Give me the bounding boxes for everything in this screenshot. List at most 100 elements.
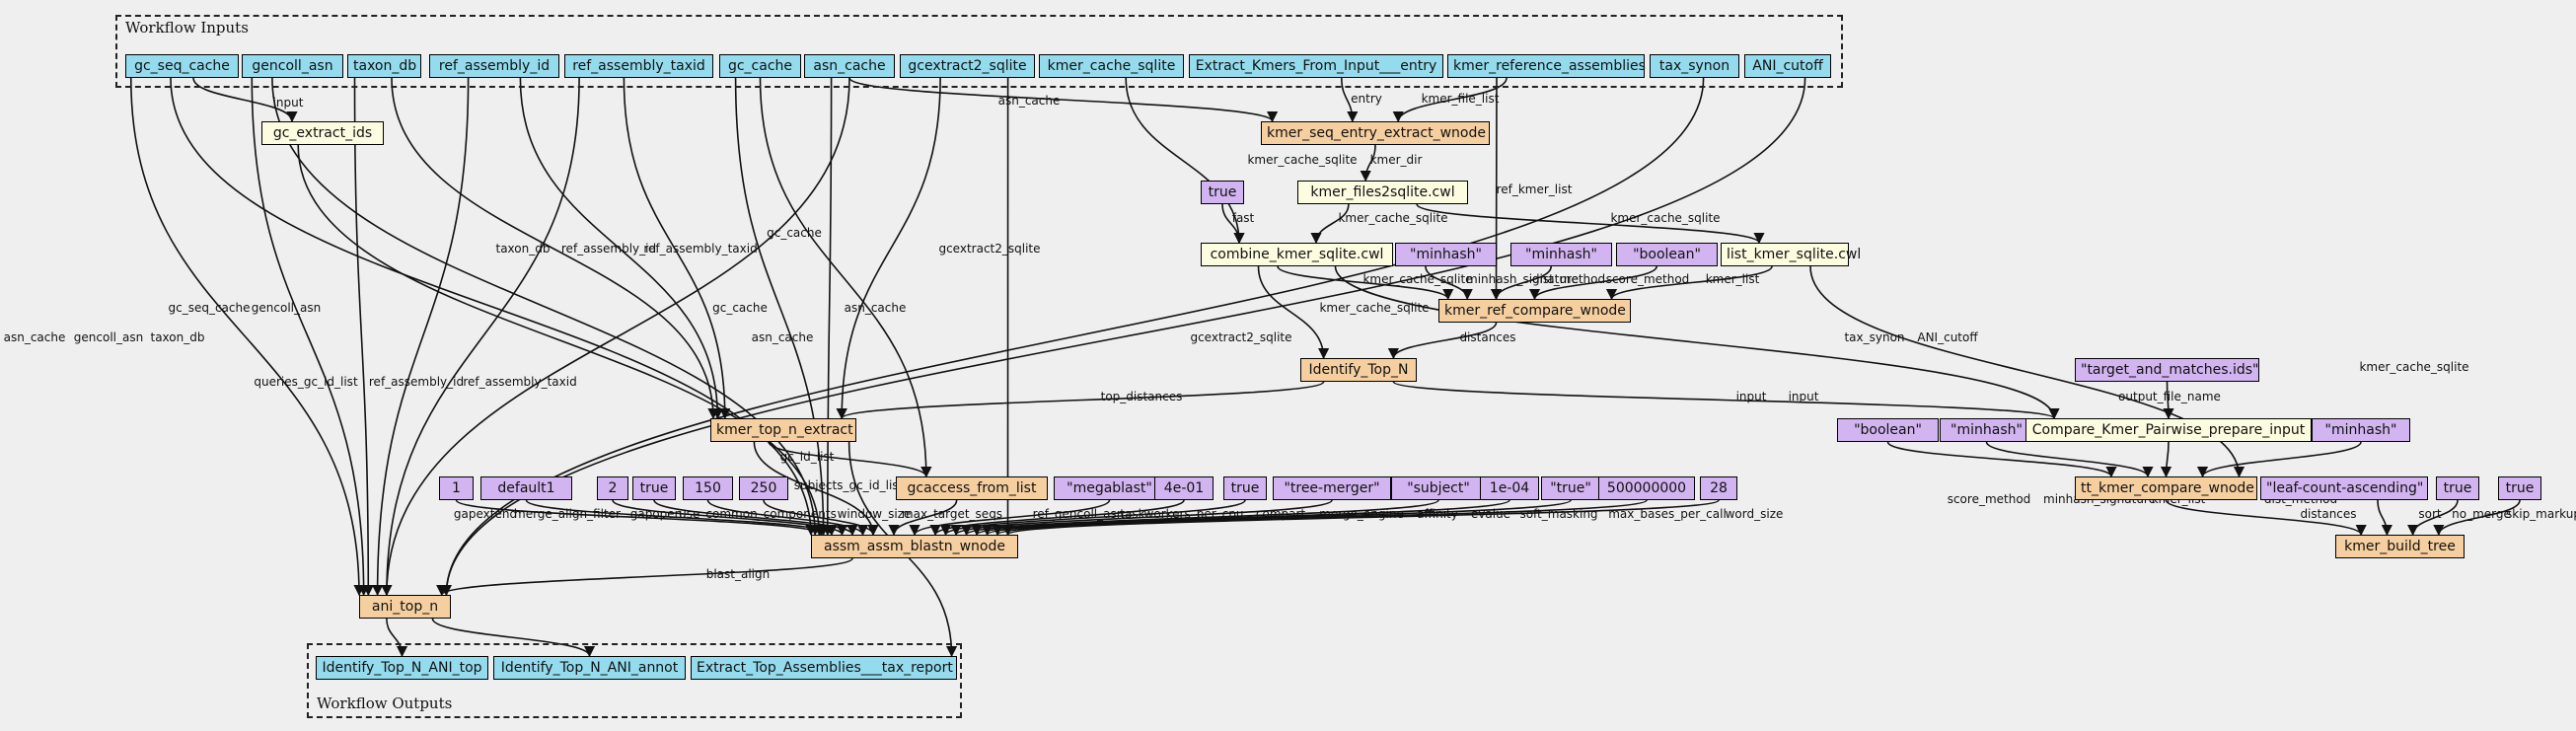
- node-kmer-cache-sqlite[interactable]: kmer_cache_sqlite: [1039, 54, 1184, 78]
- edge-label-61: max_bases_per_call: [1608, 507, 1727, 521]
- node-c-true-b[interactable]: true: [1223, 476, 1267, 500]
- edge-1: [848, 77, 1279, 123]
- edge-52: [763, 499, 879, 537]
- node-ref-assembly-id[interactable]: ref_assembly_id: [429, 54, 559, 78]
- output-edge-0: [386, 618, 408, 658]
- workflow-inputs-label: Workflow Inputs: [125, 19, 249, 37]
- node-out-tax-report[interactable]: Extract_Top_Assemblies___tax_report: [691, 656, 957, 680]
- node-assm-assm-blastn-wnode[interactable]: assm_assm_blastn_wnode: [811, 535, 1018, 558]
- node-c-default1[interactable]: default1: [480, 476, 572, 500]
- edge-label-41: gc_id_list: [780, 450, 835, 464]
- node-c-megablast[interactable]: "megablast": [1054, 476, 1165, 500]
- node-tt-kmer-compare-wnode[interactable]: tt_kmer_compare_wnode: [2075, 476, 2257, 500]
- node-out-ani-annot[interactable]: Identify_Top_N_ANI_annot: [493, 656, 686, 680]
- edge-label-40: gcextract2_sqlite: [1190, 330, 1291, 344]
- node-c-tree-merger[interactable]: "tree-merger": [1273, 476, 1391, 500]
- node-combine-kmer-sqlite[interactable]: combine_kmer_sqlite.cwl: [1201, 243, 1393, 266]
- node-c-true-c[interactable]: true: [2436, 476, 2479, 500]
- node-kmer-build-tree[interactable]: kmer_build_tree: [2335, 535, 2465, 558]
- edge-label-38: asn_cache: [845, 301, 907, 315]
- node-c-1e04[interactable]: 1e-04: [1480, 476, 1539, 500]
- edge-label-15: kmer_cache_sqlite: [1319, 301, 1429, 315]
- edge-30: [372, 77, 470, 597]
- node-extract-entry[interactable]: Extract_Kmers_From_Input___entry: [1189, 54, 1443, 78]
- node-gcextract2-sqlite[interactable]: gcextract2_sqlite: [900, 54, 1035, 78]
- edge-label-63: distances: [2300, 507, 2356, 521]
- edge-label-5: kmer_dir: [1370, 153, 1423, 167]
- node-gc-seq-cache[interactable]: gc_seq_cache: [125, 54, 239, 78]
- node-kmer-files2sqlite[interactable]: kmer_files2sqlite.cwl: [1297, 181, 1468, 204]
- node-c-boolean-1[interactable]: "boolean": [1616, 243, 1718, 266]
- node-identify-top-n[interactable]: Identify_Top_N: [1300, 358, 1417, 382]
- node-ani-cutoff[interactable]: ANI_cutoff: [1744, 54, 1831, 78]
- edge-50: [653, 499, 858, 537]
- edge-label-66: skip_markup: [2506, 507, 2576, 521]
- node-kmer-ref-compare-wnode[interactable]: kmer_ref_compare_wnode: [1438, 299, 1631, 323]
- node-c-minhash-2[interactable]: "minhash": [1510, 243, 1612, 266]
- node-c-minhash-3[interactable]: "minhash": [1940, 418, 2033, 442]
- node-c-minhash-4[interactable]: "minhash": [2312, 418, 2410, 442]
- node-gcaccess-from-list[interactable]: gcaccess_from_list: [896, 476, 1048, 500]
- edge-28: [271, 77, 821, 537]
- edge-3: [1392, 77, 1508, 123]
- edge-45: [2160, 441, 2172, 478]
- node-tax-synon[interactable]: tax_synon: [1650, 54, 1739, 78]
- edge-label-6: fast: [1232, 211, 1255, 225]
- edge-label-12: dist_method: [1532, 272, 1605, 286]
- node-c-4e01[interactable]: 4e-01: [1154, 476, 1214, 500]
- node-compare-prepare[interactable]: Compare_Kmer_Pairwise_prepare_input: [2025, 418, 2312, 442]
- node-c-250[interactable]: 250: [739, 476, 788, 500]
- node-c-true-quoted[interactable]: "true": [1541, 476, 1600, 500]
- edge-47: [455, 499, 827, 537]
- node-c-minhash-1[interactable]: "minhash": [1395, 243, 1497, 266]
- node-c-2[interactable]: 2: [597, 476, 628, 500]
- node-taxon-db[interactable]: taxon_db: [347, 54, 421, 78]
- node-c-subject[interactable]: "subject": [1391, 476, 1486, 500]
- edge-label-31: ref_assembly_taxid: [463, 375, 576, 389]
- edge-39: [836, 77, 941, 420]
- node-c-true-d[interactable]: true: [2498, 476, 2541, 500]
- node-ref-assembly-taxid[interactable]: ref_assembly_taxid: [564, 54, 713, 78]
- node-kmer-reference-assemblies[interactable]: kmer_reference_assemblies: [1447, 54, 1646, 78]
- node-c-leaf-count[interactable]: "leaf-count-ascending": [2260, 476, 2428, 500]
- node-c-150[interactable]: 150: [683, 476, 733, 500]
- edge-label-62: word_size: [1726, 507, 1784, 521]
- node-c-28[interactable]: 28: [1700, 476, 1737, 500]
- node-gc-cache[interactable]: gc_cache: [719, 54, 801, 78]
- edge-label-17: input: [1789, 390, 1819, 403]
- edge-61: [992, 499, 1648, 537]
- node-ani-top-n[interactable]: ani_top_n: [359, 595, 451, 619]
- edge-2: [1341, 77, 1359, 123]
- node-c-target-matches[interactable]: "target_and_matches.ids": [2075, 358, 2259, 382]
- workflow-outputs-label: Workflow Outputs: [317, 694, 453, 712]
- edge-53: [888, 499, 958, 537]
- edge-37: [822, 77, 834, 537]
- edge-16: [1387, 322, 1498, 360]
- edge-6: [1221, 203, 1245, 245]
- node-kmer-top-n-extract[interactable]: kmer_top_n_extract: [710, 418, 856, 442]
- edge-label-39: gcextract2_sqlite: [938, 242, 1040, 256]
- node-kmer-seq-entry-extract-wnode[interactable]: kmer_seq_entry_extract_wnode: [1261, 121, 1490, 145]
- edge-48: [525, 499, 838, 537]
- edge-66: [2433, 499, 2521, 537]
- edge-label-27: gc_seq_cache: [168, 301, 250, 315]
- node-asn-cache[interactable]: asn_cache: [804, 54, 895, 78]
- edge-32: [391, 77, 719, 420]
- node-c-true-fast[interactable]: true: [1201, 181, 1244, 204]
- edge-label-34: ref_assembly_taxid: [643, 242, 757, 256]
- edge-21: [2163, 381, 2174, 420]
- edge-7: [1310, 203, 1350, 245]
- edge-label-43: score_method: [1948, 492, 2031, 506]
- node-c-1[interactable]: 1: [439, 476, 474, 500]
- edge-label-35: gc_cache: [712, 301, 768, 315]
- node-c-500000000[interactable]: 500000000: [1598, 476, 1695, 500]
- edge-13: [1528, 265, 1657, 301]
- node-c-boolean-2[interactable]: "boolean": [1837, 418, 1939, 442]
- node-out-ani-top[interactable]: Identify_Top_N_ANI_top: [316, 656, 488, 680]
- edge-60: [982, 499, 1572, 537]
- edge-25: [251, 77, 370, 597]
- node-gencoll-asn[interactable]: gencoll_asn: [242, 54, 343, 78]
- node-c-true-a[interactable]: true: [632, 476, 676, 500]
- node-list-kmer-sqlite[interactable]: list_kmer_sqlite.cwl: [1721, 243, 1861, 266]
- node-gc-extract-ids[interactable]: gc_extract_ids: [261, 121, 384, 145]
